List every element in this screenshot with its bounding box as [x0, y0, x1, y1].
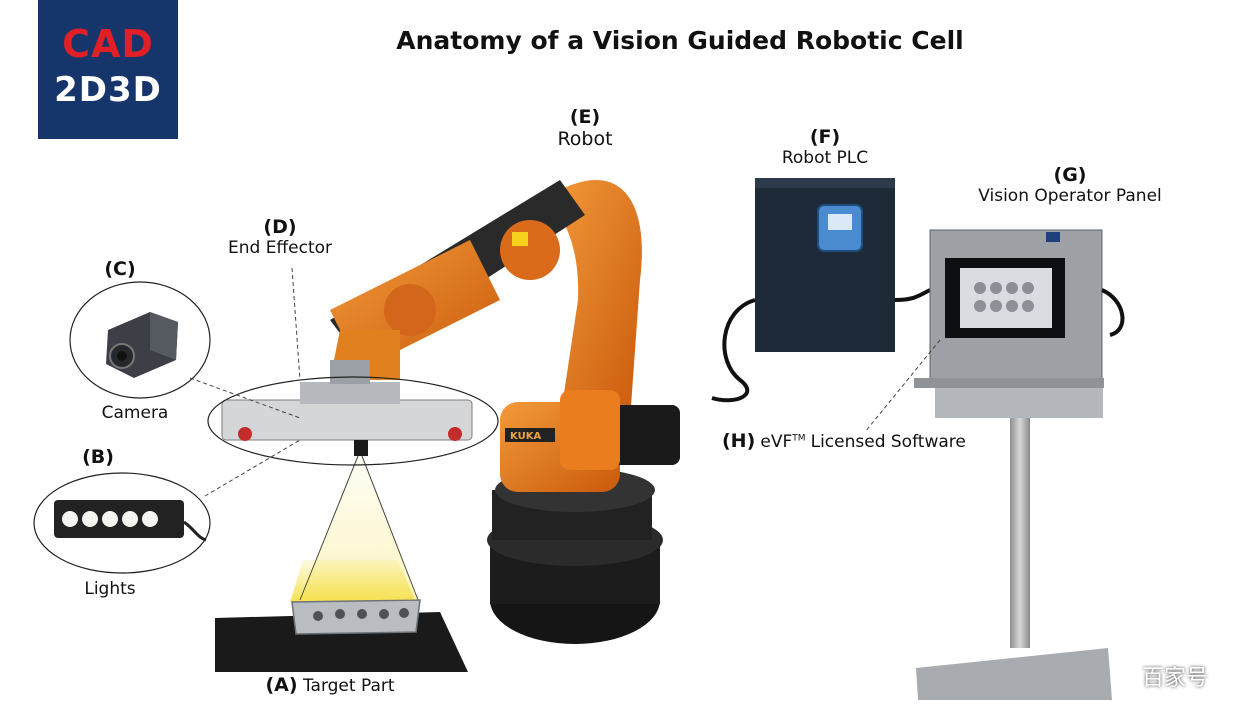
camera-leader-line: [189, 377, 301, 419]
label-plc-name: Robot PLC: [781, 148, 869, 168]
label-panel: (G) Vision Operator Panel: [960, 164, 1180, 206]
label-effector-code: (D): [263, 216, 297, 238]
label-lights-code: (B): [82, 446, 114, 468]
label-software-tm: TM: [792, 433, 806, 444]
label-lights-name: Lights: [84, 579, 136, 599]
label-effector: (D) End Effector: [215, 216, 345, 258]
vision-panel-image: [914, 229, 1125, 700]
end-effector-image: [221, 360, 473, 456]
label-panel-name: Vision Operator Panel: [978, 186, 1162, 206]
plc-cabinet-image: [711, 178, 931, 403]
label-target-code: (A): [265, 674, 298, 696]
end-effector-callout: [207, 376, 499, 466]
robot-brand-text: KUKA: [510, 431, 541, 442]
camera-image: [69, 281, 211, 399]
robot-image: KUKA: [330, 180, 680, 644]
label-lights-code-wrap: (B): [68, 446, 128, 468]
label-target-name: Target Part: [302, 676, 395, 696]
label-software-prefix: eVF: [760, 432, 793, 452]
label-camera-name: Camera: [101, 403, 169, 423]
label-lights: Lights: [60, 579, 160, 599]
brand-logo: CAD 2D3D: [38, 0, 178, 139]
label-plc-code: (F): [809, 126, 841, 148]
label-effector-name: End Effector: [227, 238, 333, 258]
label-camera: Camera: [80, 403, 190, 423]
software-leader-line: [864, 339, 941, 433]
label-panel-code: (G): [1053, 164, 1087, 186]
label-software-code: (H): [722, 430, 756, 452]
label-target: (A) Target Part: [245, 674, 415, 696]
logo-line-1: CAD: [62, 22, 154, 66]
label-software-suffix: Licensed Software: [810, 432, 966, 452]
label-plc: (F) Robot PLC: [760, 126, 890, 168]
label-robot-name: Robot: [557, 128, 613, 150]
effector-leader-line: [291, 267, 301, 381]
lights-leader-line: [204, 439, 301, 497]
label-camera-code-wrap: (C): [90, 258, 150, 280]
logo-line-2: 2D3D: [54, 70, 162, 110]
label-camera-code: (C): [104, 258, 136, 280]
label-software: (H) eVFTM Licensed Software: [722, 430, 1012, 452]
label-robot-code: (E): [569, 106, 601, 128]
label-robot: (E) Robot: [530, 106, 640, 150]
page-title: Anatomy of a Vision Guided Robotic Cell: [396, 26, 964, 55]
lights-image: [33, 472, 211, 574]
watermark-text: 百家号: [1141, 666, 1208, 691]
